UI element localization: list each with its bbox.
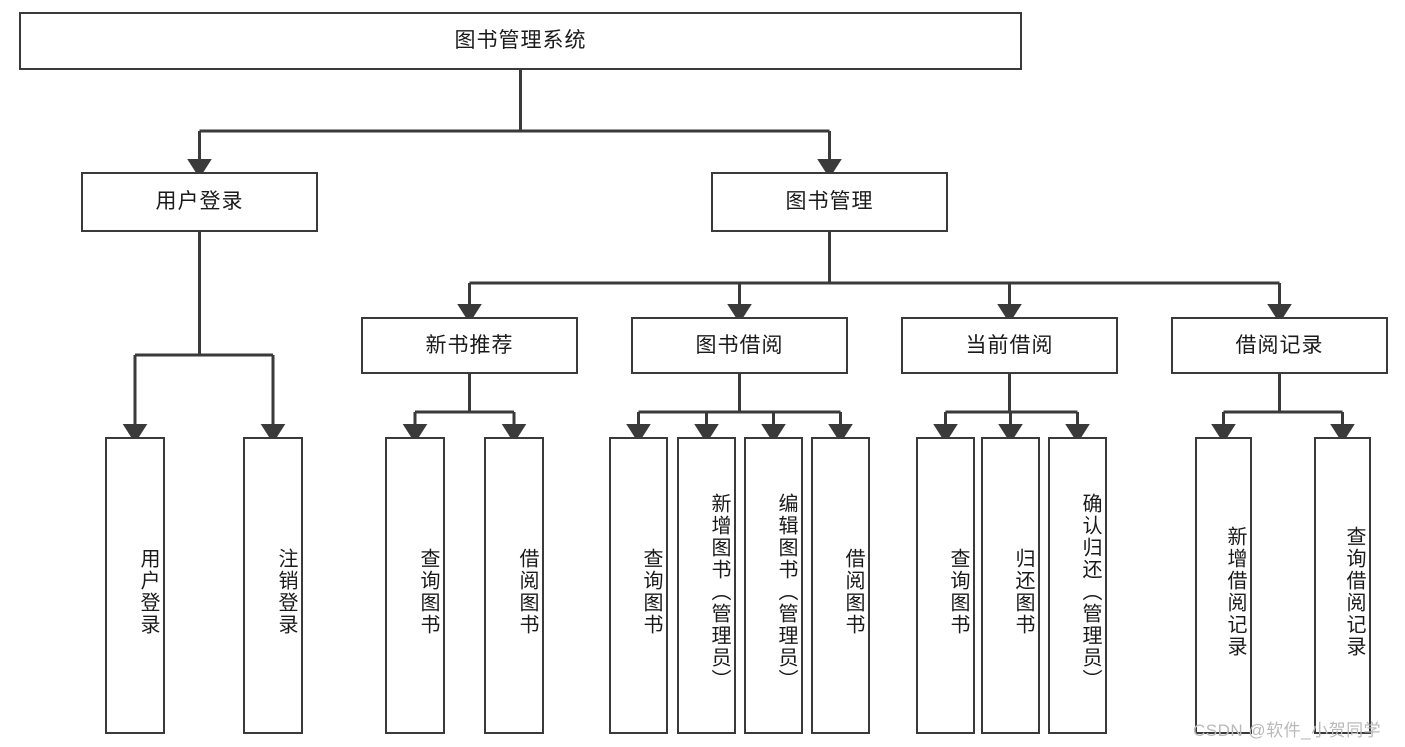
node-label: 借阅记录 [1235,333,1324,357]
node-leaf-bor-1[interactable]: 查询图书 [609,437,668,734]
node-leaf-new-1[interactable]: 查询图书 [385,437,445,734]
node-label: 注销登录 [275,547,297,636]
node-bookmgmt[interactable]: 图书管理 [711,172,948,232]
node-leaf-rec-1[interactable]: 新增借阅记录 [1195,437,1252,734]
node-label: 查询借阅记录 [1343,525,1365,658]
node-label: 图书管理 [785,190,874,214]
node-leaf-bor-2[interactable]: 新增图书（管理员） [677,437,736,734]
node-borrow[interactable]: 图书借阅 [631,317,848,374]
node-label: 新增图书（管理员） [708,492,730,691]
node-leaf-bor-3[interactable]: 编辑图书（管理员） [744,437,803,734]
node-leaf-new-2[interactable]: 借阅图书 [484,437,544,734]
node-newbook[interactable]: 新书推荐 [361,317,578,374]
node-label: 确认归还（管理员） [1079,492,1101,691]
node-leaf-cur-1[interactable]: 查询图书 [916,437,975,734]
node-current[interactable]: 当前借阅 [901,317,1118,374]
node-label: 归还图书 [1012,547,1034,636]
node-root[interactable]: 图书管理系统 [19,12,1022,70]
node-records[interactable]: 借阅记录 [1171,317,1388,374]
node-leaf-login-1[interactable]: 用户登录 [105,437,165,734]
node-label: 新书推荐 [425,333,514,357]
node-label: 图书管理系统 [454,29,587,53]
node-label: 新增借阅记录 [1224,525,1246,658]
node-label: 查询图书 [947,547,969,636]
node-label: 当前借阅 [965,333,1054,357]
node-label: 用户登录 [155,190,244,214]
node-leaf-login-2[interactable]: 注销登录 [243,437,303,734]
node-label: 借阅图书 [842,547,864,636]
node-leaf-bor-4[interactable]: 借阅图书 [811,437,870,734]
node-label: 查询图书 [417,547,439,636]
node-leaf-cur-2[interactable]: 归还图书 [981,437,1040,734]
node-leaf-cur-3[interactable]: 确认归还（管理员） [1048,437,1107,734]
node-label: 查询图书 [640,547,662,636]
node-label: 图书借阅 [695,333,784,357]
node-leaf-rec-2[interactable]: 查询借阅记录 [1314,437,1371,734]
node-login[interactable]: 用户登录 [81,172,318,232]
node-label: 借阅图书 [516,547,538,636]
node-label: 编辑图书（管理员） [775,492,797,691]
node-label: 用户登录 [137,547,159,636]
